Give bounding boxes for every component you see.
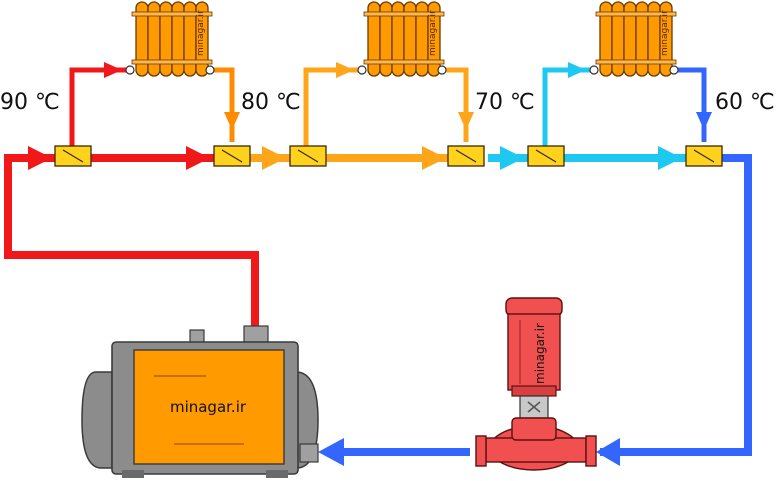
valve-icon: [54, 145, 92, 167]
valve-icon: [289, 145, 327, 167]
branch-pipe-3-out: [674, 67, 707, 142]
radiator-label: minagar.ir: [428, 10, 438, 56]
valve-icon: [527, 145, 565, 167]
branch-pipe-2-out: [440, 67, 469, 142]
branch-pipe-1-in: [69, 67, 130, 148]
boiler-icon: [81, 325, 319, 478]
return-pipe: [600, 154, 752, 456]
temperature-label-return: 60 ℃: [715, 90, 775, 115]
radiator-label: minagar.ir: [660, 10, 670, 56]
radiator-1: minagar.ir: [125, 1, 215, 77]
temperature-label-supply: 90 ℃: [0, 90, 60, 115]
branch-pipe-3-in: [542, 67, 594, 148]
supply-pipe: [4, 154, 259, 330]
temperature-label-after-radiator-1: 80 ℃: [241, 90, 301, 115]
boiler-label: minagar.ir: [170, 398, 247, 416]
valve-icon: [685, 145, 723, 167]
temperature-label-after-radiator-2: 70 ℃: [475, 90, 535, 115]
flow-arrow-icon: [28, 62, 712, 466]
branch-pipe-1-out: [210, 67, 235, 142]
pump-icon: [475, 297, 597, 471]
valve-icon: [213, 145, 251, 167]
valve-icon: [447, 145, 485, 167]
branch-pipe-2-in: [303, 67, 362, 148]
pump: minagar.ir: [475, 297, 597, 471]
radiator-label: minagar.ir: [196, 10, 206, 56]
radiator-3: minagar.ir: [589, 1, 679, 77]
boiler: minagar.ir: [81, 325, 319, 478]
pump-label: minagar.ir: [533, 323, 547, 384]
radiator-2: minagar.ir: [357, 1, 447, 77]
